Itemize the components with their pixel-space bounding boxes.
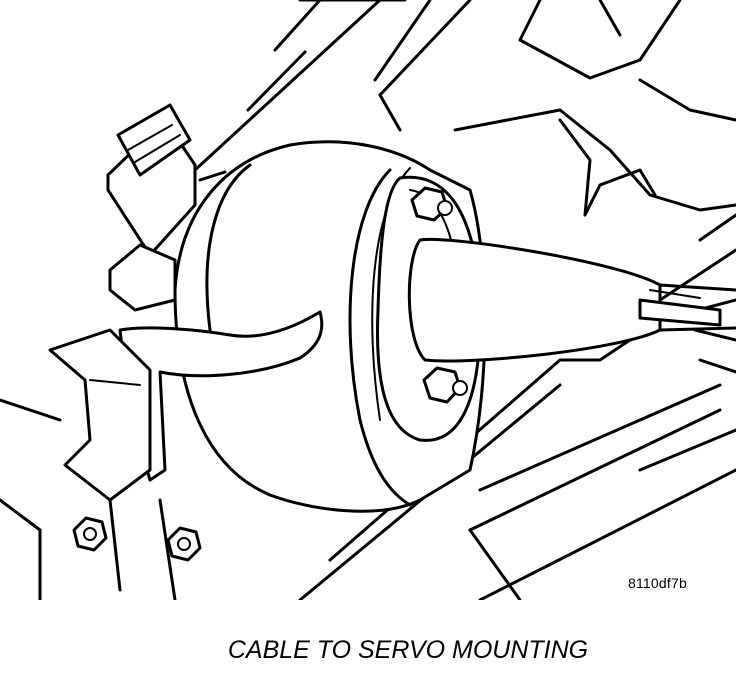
- background-frame-lines: [193, 0, 682, 172]
- right-panel: [453, 78, 736, 374]
- mounting-nut-lower: [422, 366, 468, 404]
- electrical-connector: [106, 103, 227, 312]
- bolt-lower-left-2: [166, 526, 202, 562]
- mounting-nut-upper: [410, 186, 453, 222]
- servo-cable-illustration: [0, 0, 736, 600]
- figure-caption: CABLE TO SERVO MOUNTING: [227, 636, 589, 664]
- mounting-bracket: [48, 310, 324, 600]
- left-frame-lines: [0, 398, 62, 600]
- cable-sleeve: [407, 237, 736, 363]
- bolt-lower-left-1: [72, 516, 108, 552]
- figure-id-label: 8110df7b: [628, 575, 687, 591]
